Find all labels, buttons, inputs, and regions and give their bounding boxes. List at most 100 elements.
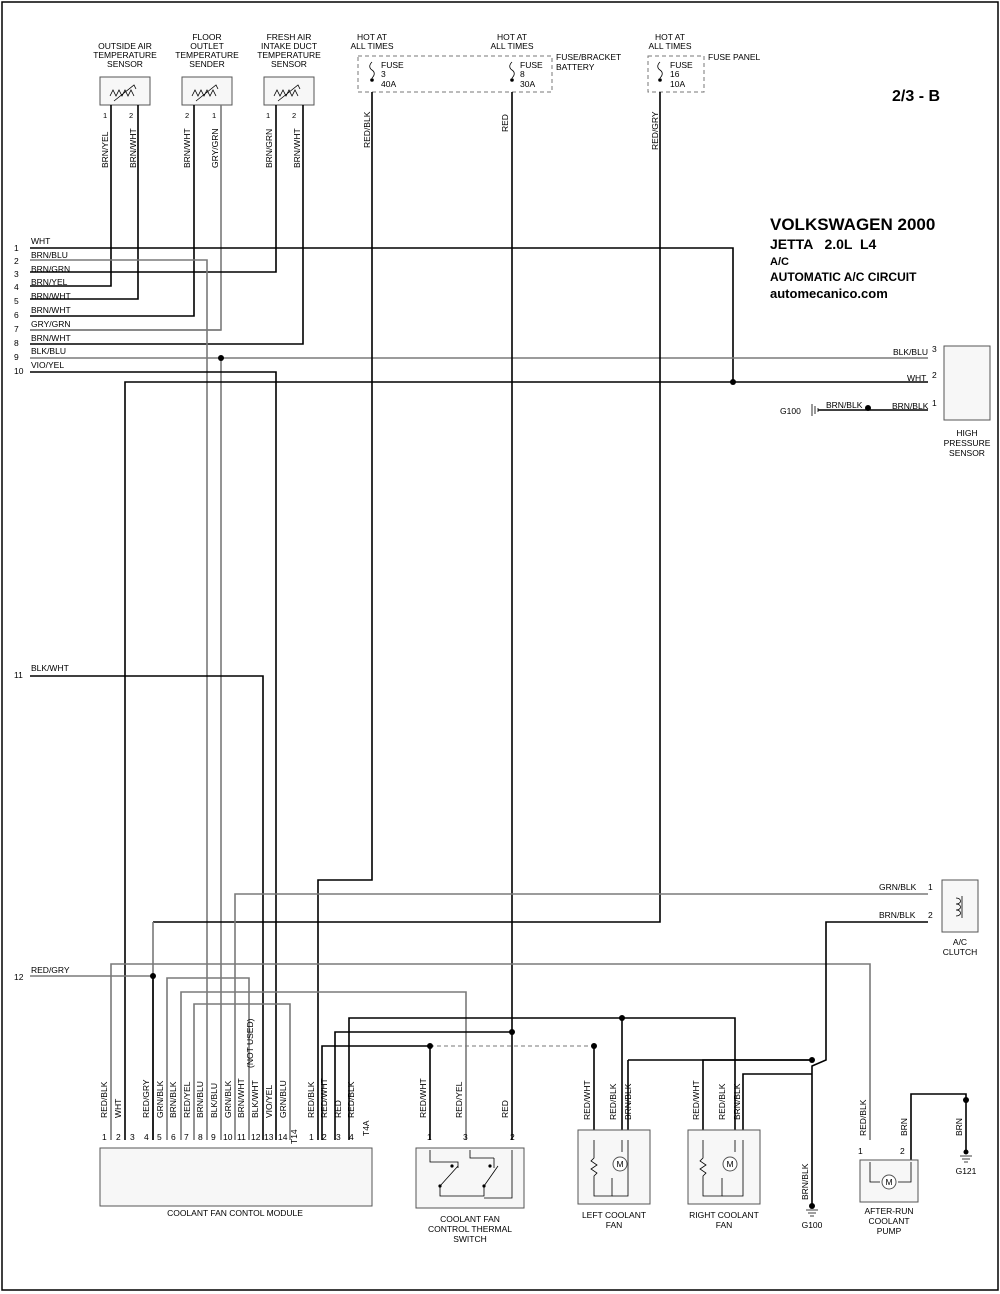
svg-text:1: 1: [928, 882, 933, 892]
svg-text:RED/GRY: RED/GRY: [31, 965, 70, 975]
svg-text:7: 7: [184, 1132, 189, 1142]
svg-text:FAN: FAN: [716, 1220, 733, 1230]
svg-text:BRN/BLK: BRN/BLK: [732, 1083, 742, 1120]
svg-text:GRY/GRN: GRY/GRN: [31, 319, 71, 329]
svg-text:TEMPERATURE: TEMPERATURE: [257, 50, 321, 60]
svg-text:10A: 10A: [670, 79, 685, 89]
g100-ground-label: G100: [780, 406, 801, 416]
svg-text:RED/BLK: RED/BLK: [608, 1083, 618, 1120]
svg-text:BLK/BLU: BLK/BLU: [893, 347, 928, 357]
svg-text:FRESH AIR: FRESH AIR: [267, 32, 312, 42]
motor-icon: M: [616, 1159, 623, 1169]
svg-text:BRN: BRN: [899, 1118, 909, 1136]
svg-text:ALL TIMES: ALL TIMES: [491, 41, 534, 51]
junction-dots: [150, 355, 969, 1103]
g100-bottom-ground: BRN/BLK G100: [800, 1163, 823, 1230]
svg-text:SENSOR: SENSOR: [107, 59, 143, 69]
svg-text:SWITCH: SWITCH: [453, 1234, 487, 1244]
svg-text:RED: RED: [333, 1100, 343, 1118]
svg-text:T14: T14: [289, 1129, 299, 1144]
svg-text:2: 2: [900, 1146, 905, 1156]
svg-text:RED/YEL: RED/YEL: [182, 1081, 192, 1118]
svg-text:RIGHT COOLANT: RIGHT COOLANT: [689, 1210, 759, 1220]
wire-label: RED: [500, 114, 510, 132]
svg-text:10: 10: [223, 1132, 233, 1142]
svg-text:FLOOR: FLOOR: [192, 32, 221, 42]
svg-text:4: 4: [144, 1132, 149, 1142]
wire-label: RED/GRY: [650, 111, 660, 150]
svg-text:RED/WHT: RED/WHT: [319, 1078, 329, 1118]
website: automecanico.com: [770, 286, 888, 301]
title-system: A/C: [770, 256, 789, 268]
svg-text:1: 1: [102, 1132, 107, 1142]
outside-air-temperature-sensor: OUTSIDE AIR TEMPERATURE SENSOR 1 2: [93, 41, 157, 120]
svg-text:BLK/WHT: BLK/WHT: [31, 663, 69, 673]
svg-text:8: 8: [14, 338, 19, 348]
svg-text:SENDER: SENDER: [189, 59, 224, 69]
wires: [30, 92, 967, 1205]
svg-text:ALL TIMES: ALL TIMES: [351, 41, 394, 51]
svg-text:RED/BLK: RED/BLK: [346, 1081, 356, 1118]
svg-text:5: 5: [157, 1132, 162, 1142]
svg-text:RED/YEL: RED/YEL: [454, 1081, 464, 1118]
svg-text:2: 2: [322, 1132, 327, 1142]
svg-text:BLK/BLU: BLK/BLU: [209, 1083, 219, 1118]
svg-text:BRN/WHT: BRN/WHT: [31, 333, 71, 343]
svg-text:11: 11: [14, 670, 23, 680]
motor-icon: M: [885, 1177, 892, 1187]
svg-text:BRN/BLK: BRN/BLK: [879, 910, 916, 920]
svg-text:9: 9: [211, 1132, 216, 1142]
svg-text:G121: G121: [956, 1166, 977, 1176]
svg-text:SENSOR: SENSOR: [271, 59, 307, 69]
svg-text:1: 1: [932, 398, 937, 408]
svg-text:3: 3: [14, 269, 19, 279]
svg-text:VIO/YEL: VIO/YEL: [31, 360, 64, 370]
svg-text:6: 6: [171, 1132, 176, 1142]
fresh-air-intake-duct-temperature-sensor: FRESH AIR INTAKE DUCT TEMPERATURE SENSOR…: [257, 32, 321, 120]
svg-text:BRN/BLU: BRN/BLU: [195, 1081, 205, 1118]
ac-clutch: GRN/BLK 1 BRN/BLK 2 A/C CLUTCH: [879, 879, 979, 957]
svg-text:HOT AT: HOT AT: [497, 32, 527, 42]
svg-text:WHT: WHT: [31, 236, 50, 246]
title-model: JETTA 2.0L L4: [770, 236, 877, 252]
high-pressure-sensor: BLK/BLU 3 WHT 2 BRN/BLK 1 HIGH PRESSURE …: [892, 344, 991, 458]
svg-text:1: 1: [309, 1132, 314, 1142]
fuse-3-label: FUSE: [381, 60, 404, 70]
svg-text:10: 10: [14, 366, 24, 376]
svg-text:RED/WHT: RED/WHT: [582, 1080, 592, 1120]
fuse-panel: HOT AT ALL TIMES FUSE PANEL FUSE 16 10A: [647, 32, 761, 93]
svg-text:WHT: WHT: [113, 1099, 123, 1118]
svg-text:8: 8: [198, 1132, 203, 1142]
wire-label: RED/BLK: [362, 111, 372, 148]
svg-text:1: 1: [103, 111, 107, 120]
svg-text:GRN/BLK: GRN/BLK: [155, 1080, 165, 1118]
fuse-8-label: FUSE: [520, 60, 543, 70]
svg-text:AFTER-RUN: AFTER-RUN: [864, 1206, 913, 1216]
svg-text:T4A: T4A: [361, 1120, 371, 1136]
svg-text:FUSE/BRACKET: FUSE/BRACKET: [556, 52, 621, 62]
svg-text:12: 12: [251, 1132, 261, 1142]
svg-text:WHT: WHT: [907, 373, 926, 383]
svg-text:BRN/YEL: BRN/YEL: [31, 277, 68, 287]
svg-text:BRN/BLK: BRN/BLK: [168, 1081, 178, 1118]
wire-label: BRN/WHT: [182, 128, 192, 168]
svg-text:1: 1: [212, 111, 216, 120]
svg-text:HIGH: HIGH: [956, 428, 977, 438]
svg-text:3: 3: [381, 69, 386, 79]
svg-text:14: 14: [278, 1132, 288, 1142]
coolant-fan-control-module: COOLANT FAN CONTOL MODULE 1 2 3 4 5 6 7 …: [99, 1018, 373, 1218]
g121-ground: BRN G121: [954, 1100, 977, 1176]
svg-text:4: 4: [349, 1132, 354, 1142]
svg-text:BRN/BLK: BRN/BLK: [892, 401, 929, 411]
svg-text:HOT AT: HOT AT: [357, 32, 387, 42]
wire-label: BRN/WHT: [128, 128, 138, 168]
svg-text:3: 3: [336, 1132, 341, 1142]
svg-text:BRN/WHT: BRN/WHT: [31, 291, 71, 301]
svg-text:BRN/GRN: BRN/GRN: [31, 264, 70, 274]
svg-text:RED/BLK: RED/BLK: [99, 1081, 109, 1118]
svg-text:7: 7: [14, 324, 19, 334]
